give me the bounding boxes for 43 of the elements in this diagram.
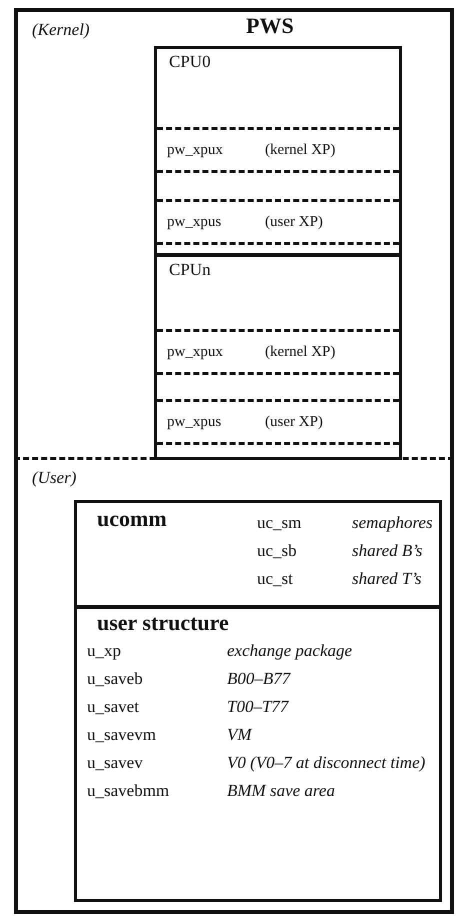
field-name: u_savev — [87, 753, 143, 773]
field-description: V0 (V0–7 at disconnect time) — [227, 753, 426, 773]
field-name: u_savebmm — [87, 781, 170, 801]
field-description: (user XP) — [265, 413, 323, 432]
struct-box — [74, 606, 442, 902]
field-description: (kernel XP) — [265, 343, 336, 362]
field-name: u_saveb — [87, 669, 143, 689]
box-title: CPUn — [169, 260, 211, 280]
field-description: BMM save area — [227, 781, 336, 801]
field-name: u_savet — [87, 697, 139, 717]
field-name: pw_xpus — [167, 413, 222, 432]
register-slot — [157, 199, 399, 245]
field-description: exchange package — [227, 641, 354, 661]
cpu-box — [154, 254, 402, 460]
field-description: (kernel XP) — [265, 141, 336, 160]
field-description: VM — [227, 725, 254, 745]
field-name: u_savevm — [87, 725, 156, 745]
field-name: uc_st — [257, 569, 293, 589]
field-name: pw_xpux — [167, 141, 223, 160]
kernel-region-panel — [14, 8, 454, 460]
struct-heading: ucomm — [97, 509, 167, 529]
section-heading: PWS — [246, 16, 294, 36]
field-description: shared B’s — [352, 541, 424, 561]
field-name: pw_xpux — [167, 343, 223, 362]
struct-heading: user structure — [97, 613, 229, 633]
region-label: (User) — [32, 468, 76, 488]
field-description: B00–B77 — [227, 669, 292, 689]
field-description: (user XP) — [265, 213, 323, 232]
field-description: shared T’s — [352, 569, 422, 589]
cpu-box — [154, 46, 402, 256]
user-region-panel — [14, 460, 454, 914]
field-name: u_xp — [87, 641, 121, 661]
field-description: semaphores — [352, 513, 434, 533]
region-label: (Kernel) — [32, 20, 90, 40]
field-name: pw_xpus — [167, 213, 222, 232]
register-slot — [157, 329, 399, 375]
register-slot — [157, 127, 399, 173]
register-slot — [157, 399, 399, 445]
field-description: T00–T77 — [227, 697, 290, 717]
field-name: uc_sm — [257, 513, 302, 533]
box-title: CPU0 — [169, 52, 211, 72]
field-name: uc_sb — [257, 541, 297, 561]
struct-box — [74, 500, 442, 608]
